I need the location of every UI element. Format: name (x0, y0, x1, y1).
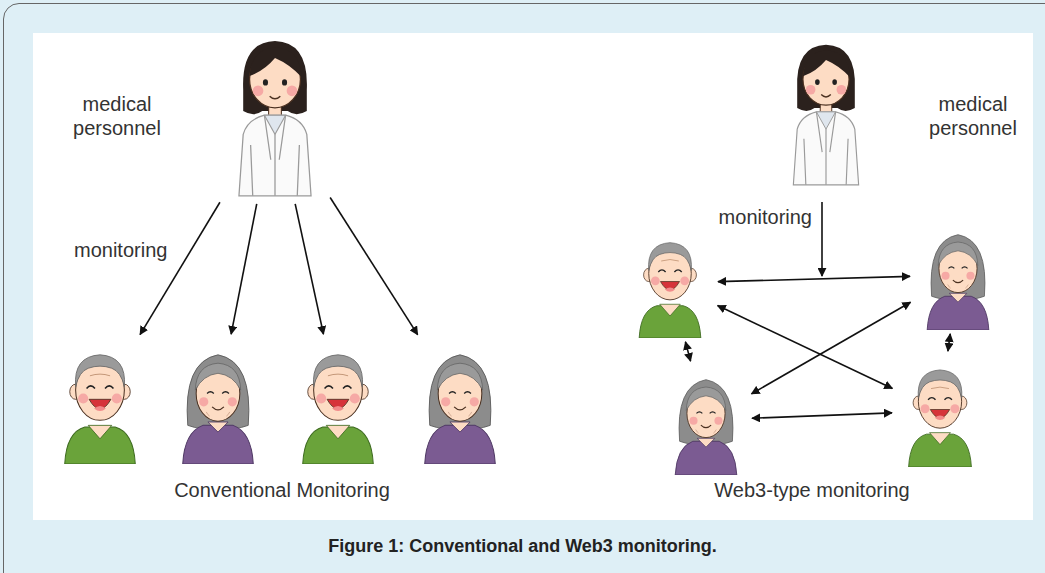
group-title: Web3-type monitoring (714, 478, 909, 502)
figure-caption: Figure 1: Conventional and Web3 monitori… (0, 536, 1045, 557)
woman-figure (914, 220, 1002, 330)
woman-figure (418, 338, 502, 464)
patient-figure (914, 220, 1002, 330)
arrow-label: monitoring (72, 238, 169, 262)
patient-figure (58, 338, 142, 464)
patient-figure (896, 355, 984, 467)
monitoring-connector (718, 276, 910, 281)
monitoring-connector (330, 197, 418, 334)
monitoring-connector (140, 202, 220, 334)
patient-figure (418, 338, 502, 464)
monitoring-connector (948, 334, 950, 351)
monitoring-connector (295, 204, 323, 334)
woman-figure (664, 365, 748, 475)
monitoring-arrow (821, 202, 823, 276)
man-figure (58, 338, 142, 464)
arrow-label: monitoring (719, 205, 812, 229)
doctor-figure (222, 22, 328, 200)
man-figure (296, 338, 380, 464)
staff-figure: medical personnel (778, 22, 874, 194)
man-figure (896, 355, 984, 467)
monitoring-connector (718, 306, 893, 389)
patient-figure (296, 338, 380, 464)
monitoring-connector (751, 302, 910, 394)
monitoring-connector (685, 342, 690, 361)
patient-figure (664, 365, 748, 475)
monitoring-connector (752, 413, 892, 418)
man-figure (626, 228, 714, 338)
staff-figure: medical personnel (222, 22, 328, 200)
monitoring-connector (231, 204, 257, 334)
doctor-figure (778, 22, 874, 194)
woman-figure (176, 338, 260, 464)
patient-figure (176, 338, 260, 464)
patient-figure (626, 228, 714, 338)
group-title: Conventional Monitoring (174, 478, 390, 502)
role-label: medical personnel (918, 92, 1028, 140)
role-label: medical personnel (62, 92, 172, 140)
